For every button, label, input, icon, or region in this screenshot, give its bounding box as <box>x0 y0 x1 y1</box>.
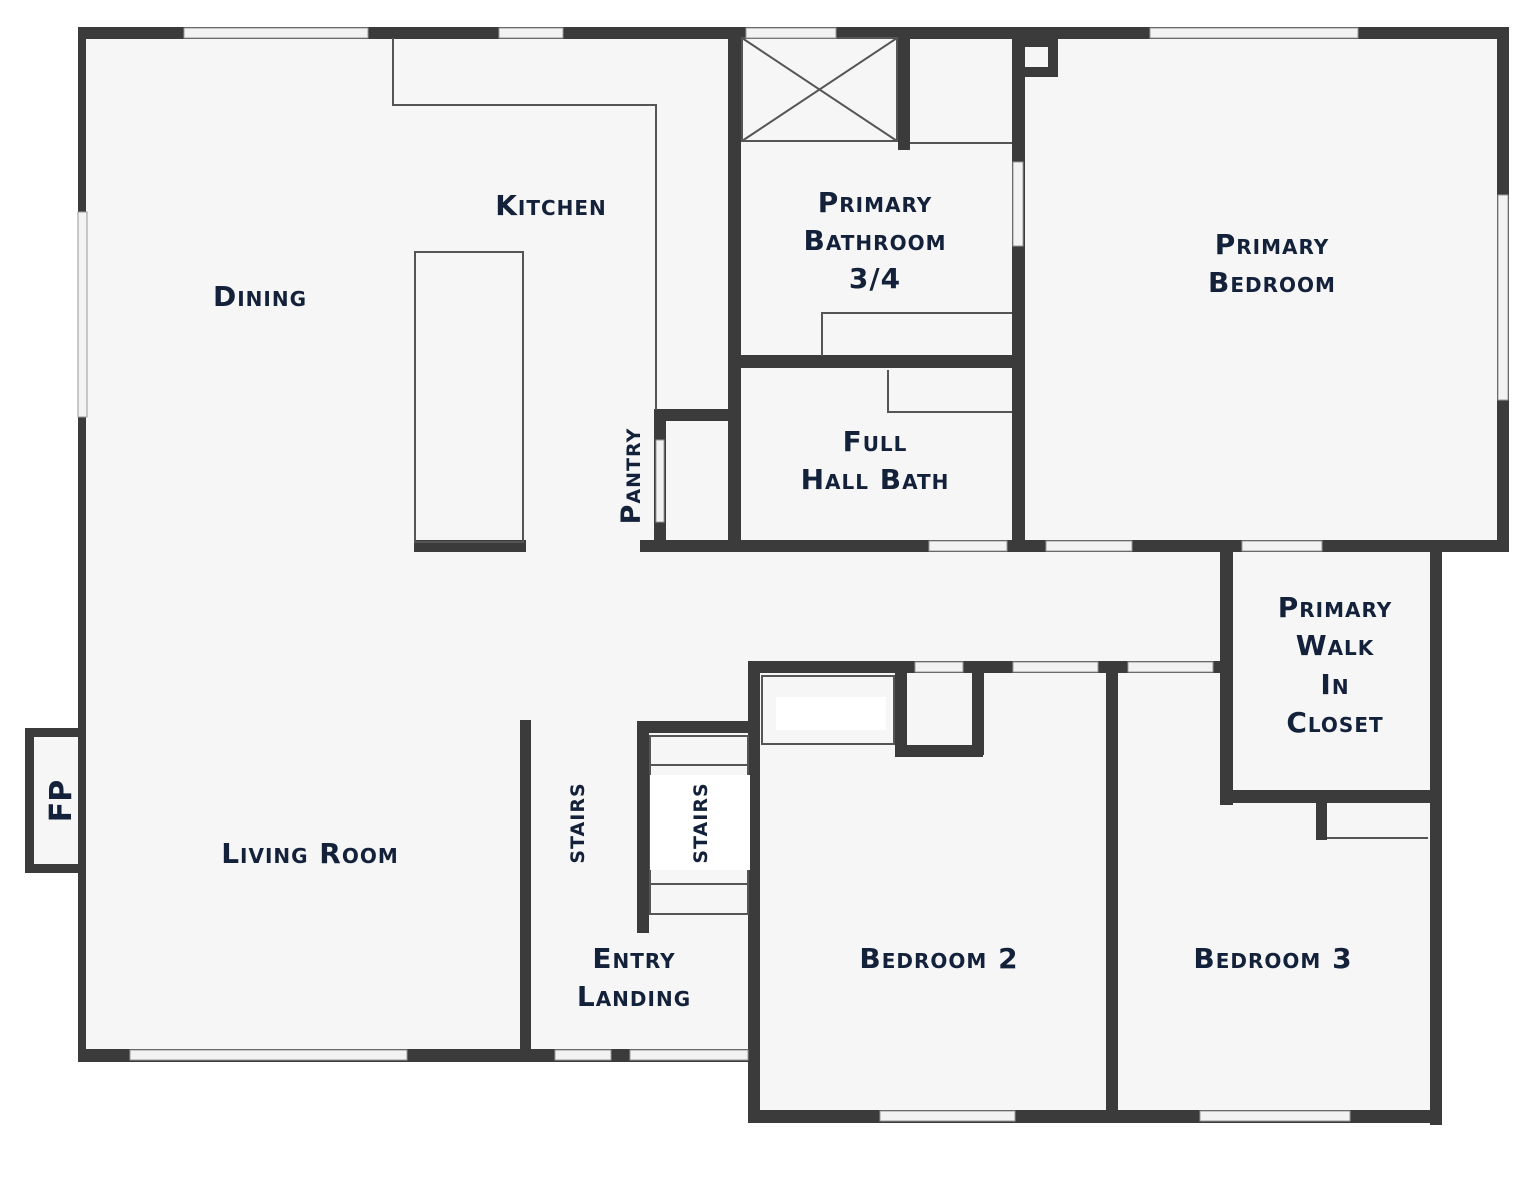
label-pantry: Pantry <box>616 428 647 525</box>
label-entry-landing-1: Entry <box>592 942 675 975</box>
label-walk-in-closet-1: Primary <box>1278 591 1393 624</box>
label-stairs-right: stairs <box>683 782 714 863</box>
fireplace <box>25 728 86 873</box>
windows <box>77 27 1509 1122</box>
label-living-room: Living Room <box>221 837 399 870</box>
label-bedroom-3: Bedroom 3 <box>1193 942 1352 975</box>
label-bedroom-2: Bedroom 2 <box>859 942 1018 975</box>
label-entry-landing-2: Landing <box>577 980 691 1013</box>
label-primary-bathroom-2: Bathroom <box>804 224 947 257</box>
label-full-hall-bath-1: Full <box>843 425 908 458</box>
label-walk-in-closet-2: Walk <box>1296 629 1375 662</box>
label-primary-bedroom-2: Bedroom <box>1208 266 1336 299</box>
label-stairs-left: stairs <box>560 782 591 863</box>
label-primary-bathroom-3: 3/4 <box>849 262 901 295</box>
fixtures <box>392 37 1428 915</box>
label-walk-in-closet-4: Closet <box>1286 706 1383 739</box>
label-dining: Dining <box>213 280 307 313</box>
label-primary-bedroom-1: Primary <box>1215 228 1330 261</box>
label-kitchen: Kitchen <box>495 189 607 222</box>
label-full-hall-bath-2: Hall Bath <box>801 463 950 496</box>
room-labels: Kitchen Dining Primary Bathroom 3/4 Prim… <box>44 186 1393 1013</box>
label-fireplace: FP <box>44 780 79 822</box>
label-walk-in-closet-3: In <box>1320 668 1349 701</box>
label-primary-bathroom-1: Primary <box>818 186 933 219</box>
